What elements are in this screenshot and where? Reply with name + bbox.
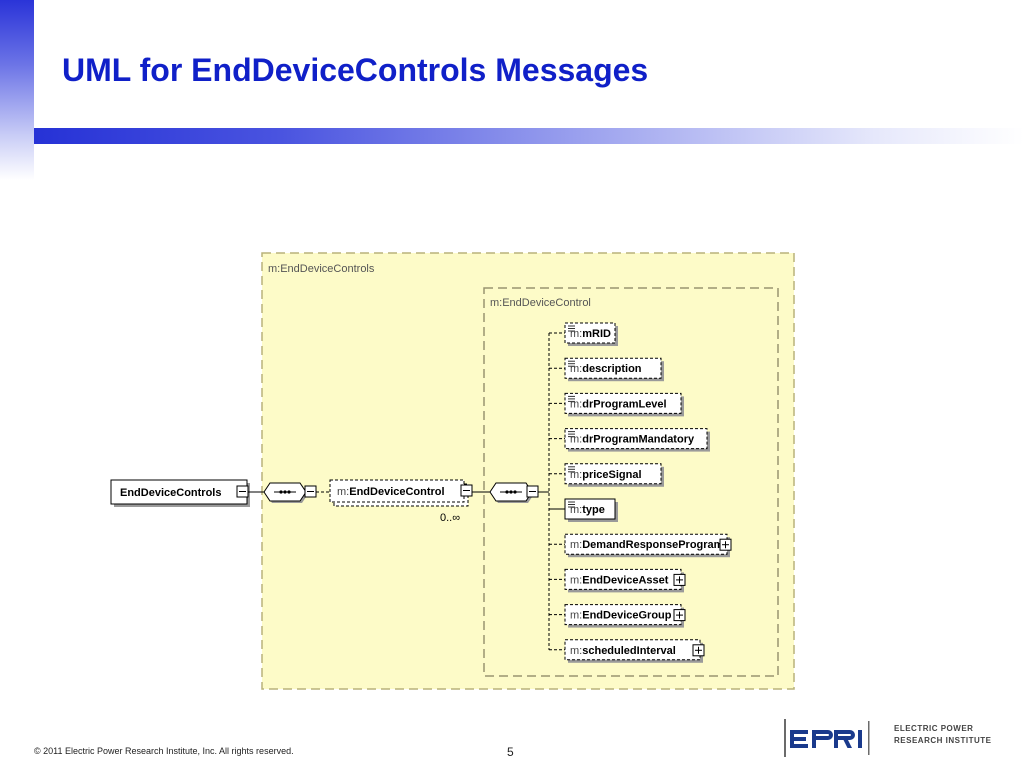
simple-type-icon xyxy=(568,431,575,438)
simple-type-icon xyxy=(568,325,575,332)
child-element-label: m:drProgramMandatory xyxy=(570,434,695,446)
simple-type-icon xyxy=(568,395,575,402)
child-element-drProgramLevel: m:drProgramLevel xyxy=(549,392,684,417)
child-element-priceSignal: m:priceSignal xyxy=(549,463,664,487)
sidebar-gradient xyxy=(0,0,34,180)
child-element-label: m:EndDeviceGroup xyxy=(570,610,672,622)
page-number: 5 xyxy=(507,745,514,759)
child-element-label: m:description xyxy=(570,363,642,375)
child-element-label: m:priceSignal xyxy=(570,469,642,481)
child-element-mRID: m:mRID xyxy=(549,322,618,346)
title-rule xyxy=(34,128,1024,144)
simple-type-icon xyxy=(568,466,575,473)
multiplicity-label: 0..∞ xyxy=(440,512,460,524)
child-element-label: m:DemandResponseProgram xyxy=(570,539,724,551)
expand-icon[interactable] xyxy=(692,644,705,657)
expand-icon[interactable] xyxy=(719,538,732,551)
root-element-label: EndDeviceControls xyxy=(120,487,221,499)
child-element-label: m:type xyxy=(570,504,605,516)
child-element-label: m:scheduledInterval xyxy=(570,645,676,657)
child-element-label: m:EndDeviceAsset xyxy=(570,574,669,586)
child-element-label: m:drProgramLevel xyxy=(570,398,667,410)
expand-icon[interactable] xyxy=(673,609,686,622)
inner-frame-label: m:EndDeviceControl xyxy=(490,297,591,309)
outer-frame-label: m:EndDeviceControls xyxy=(268,263,375,275)
child-element-label: m:mRID xyxy=(570,328,611,340)
child-element-EndDeviceAsset: m:EndDeviceAsset xyxy=(549,568,686,593)
child-element-type: m:type xyxy=(549,498,618,522)
simple-type-icon xyxy=(568,360,575,367)
expand-icon[interactable] xyxy=(673,573,686,586)
child-element-DemandResponseProgram: m:DemandResponseProgram xyxy=(549,533,732,558)
logo-text: ELECTRIC POWER RESEARCH INSTITUTE xyxy=(894,724,992,745)
slide-title: UML for EndDeviceControls Messages xyxy=(62,52,649,88)
simple-type-icon xyxy=(568,501,575,508)
child-element-description: m:description xyxy=(549,357,664,382)
epri-logo: ELECTRIC POWER RESEARCH INSTITUTE xyxy=(784,719,992,757)
copyright-footer: © 2011 Electric Power Research Institute… xyxy=(34,746,294,756)
epri-logo-mark xyxy=(784,719,884,757)
child-element-scheduledInterval: m:scheduledInterval xyxy=(549,639,705,663)
child-element-EndDeviceGroup: m:EndDeviceGroup xyxy=(549,604,686,628)
root-element-box xyxy=(110,479,248,505)
child-element-drProgramMandatory: m:drProgramMandatory xyxy=(549,428,710,452)
element-label: m:EndDeviceControl xyxy=(337,486,445,498)
